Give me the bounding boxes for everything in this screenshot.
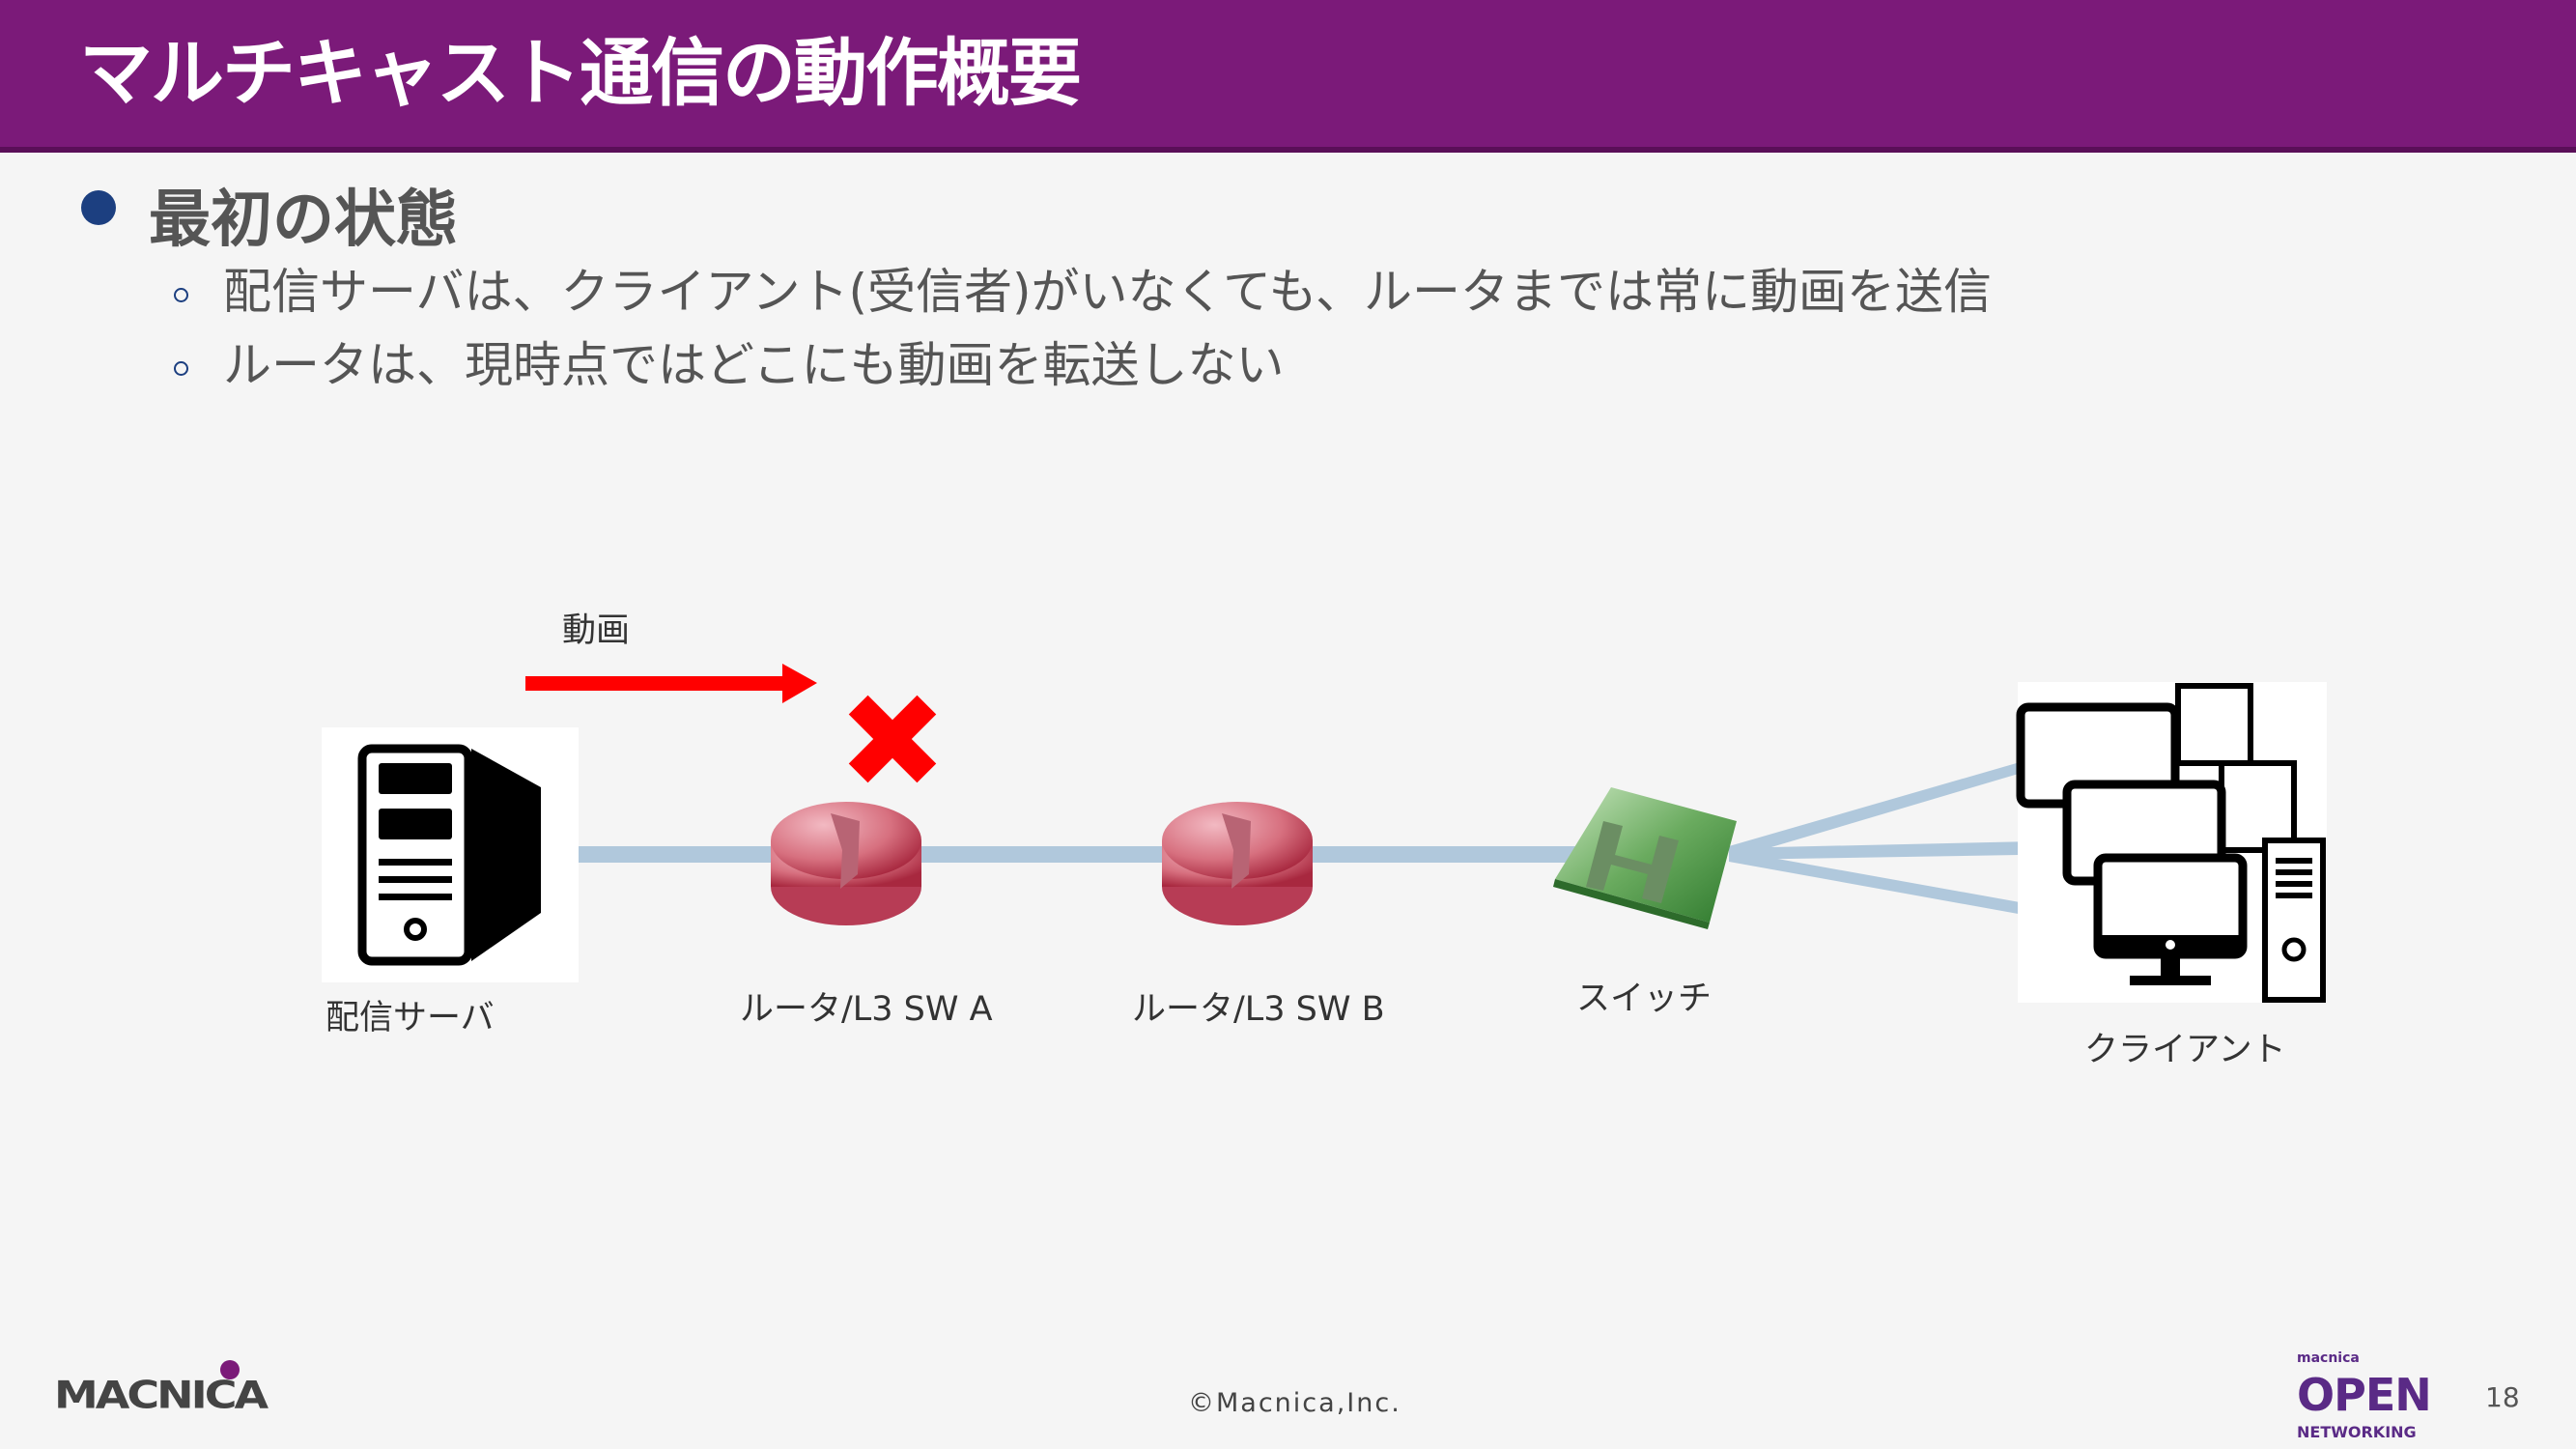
section-heading: 最初の状態 [149,185,458,256]
slide-title: マルチキャスト通信の動作概要 [79,30,1082,116]
logo-top: macnica [2297,1350,2360,1366]
router-b-label: ルータ/L3 SW B [1132,990,1385,1029]
logo-dot [220,1360,240,1379]
clients-icon [2016,682,2327,1003]
switch-label: スイッチ [1576,980,1713,1018]
copyright: ©Macnica,Inc. [1188,1388,1401,1418]
server-label: 配信サーバ [326,999,495,1037]
bullet-item: ルータは、現時点ではどこにも動画を転送しない [174,327,1285,396]
logo-bottom: NETWORKING [2297,1423,2417,1441]
title-bar [0,0,2576,153]
bullet-text: ルータは、現時点ではどこにも動画を転送しない [223,337,1285,393]
bullet-dot [81,190,116,225]
clients-label: クライアント [2084,1031,2286,1069]
switch-icon [1553,787,1737,929]
router-b-icon [1162,802,1313,925]
bullet-ring-icon [174,361,188,376]
bullet-text: 配信サーバは、クライアント(受信者)がいなくても、ルータまでは常に動画を送信 [223,264,1993,320]
router-a-icon [771,802,921,925]
logo-text: MACNICA [54,1373,269,1418]
bullet-item: 配信サーバは、クライアント(受信者)がいなくても、ルータまでは常に動画を送信 [174,253,1992,323]
flow-label: 動画 [562,611,631,650]
server-icon [322,727,579,982]
flow-arrow-icon [525,664,817,703]
blocked-x-icon [848,695,937,783]
logo-main: OPEN [2297,1369,2432,1421]
bullet-ring-icon [174,288,188,302]
router-a-label: ルータ/L3 SW A [740,990,993,1029]
page-number: 18 [2485,1381,2520,1413]
open-networking-logo: macnica OPEN NETWORKING [2297,1349,2432,1443]
